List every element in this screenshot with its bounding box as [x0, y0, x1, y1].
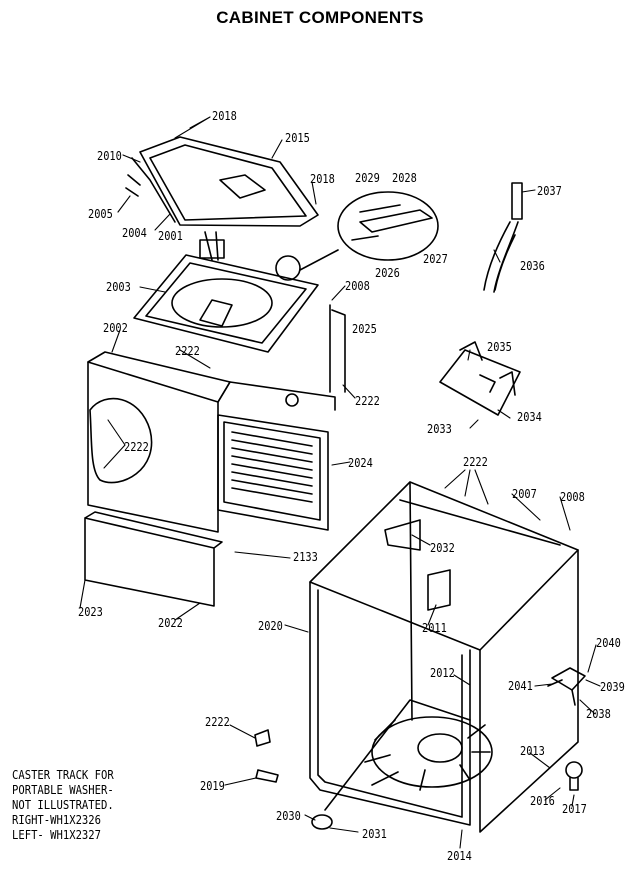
- part-label: 2028: [392, 171, 417, 185]
- part-label: 2133: [293, 550, 318, 564]
- part-label: 2031: [362, 827, 387, 841]
- note-line: NOT ILLUSTRATED.: [12, 798, 114, 812]
- leader-lines: [79, 116, 601, 849]
- part-label: 2004: [122, 226, 147, 240]
- part-label: 2002: [103, 321, 128, 335]
- part-label: 2020: [258, 619, 283, 633]
- part-label: 2022: [158, 616, 183, 630]
- part-label: 2036: [520, 259, 545, 273]
- diagram-title: CABINET COMPONENTS: [216, 8, 424, 27]
- cabinet: [309, 481, 579, 833]
- caster-track-note: CASTER TRACK FOR PORTABLE WASHER- NOT IL…: [12, 768, 114, 843]
- part-label: 2018: [310, 172, 335, 186]
- part-label: 2222: [463, 455, 488, 469]
- note-line: PORTABLE WASHER-: [12, 783, 114, 797]
- part-label: 2014: [447, 849, 472, 863]
- note-line: CASTER TRACK FOR: [12, 768, 114, 782]
- part-label: 2222: [205, 715, 230, 729]
- service-panel: [217, 393, 329, 531]
- part-label: 2017: [562, 802, 587, 816]
- part-label: 2222: [355, 394, 380, 408]
- part-label: 2007: [512, 487, 537, 501]
- control-bracket: [439, 341, 521, 416]
- part-label: 2010: [97, 149, 122, 163]
- top-cover: [133, 254, 319, 353]
- part-label: 2012: [430, 666, 455, 680]
- part-label: 2041: [508, 679, 533, 693]
- part-label: 2030: [276, 809, 301, 823]
- part-label: 2038: [586, 707, 611, 721]
- fill-hose: [483, 182, 523, 293]
- part-label: 2029: [355, 171, 380, 185]
- note-line: RIGHT-WH1X2326: [12, 813, 102, 827]
- part-label: 2037: [537, 184, 562, 198]
- part-label: 2001: [158, 229, 183, 243]
- part-label: 2011: [422, 621, 447, 635]
- part-label: 2003: [106, 280, 131, 294]
- small-parts: [254, 667, 586, 830]
- part-label: 2040: [596, 636, 621, 650]
- part-label: 2027: [423, 252, 448, 266]
- part-label: 2222: [175, 344, 200, 358]
- part-label: 2026: [375, 266, 400, 280]
- part-label: 2025: [352, 322, 377, 336]
- part-label: 2008: [345, 279, 370, 293]
- part-label: 2005: [88, 207, 113, 221]
- part-label: 2034: [517, 410, 542, 424]
- part-label: 2016: [530, 794, 555, 808]
- toe-panel: [84, 511, 223, 607]
- hinge-detail: [275, 191, 439, 281]
- part-label: 2019: [200, 779, 225, 793]
- part-label: 2013: [520, 744, 545, 758]
- part-label: 2032: [430, 541, 455, 555]
- part-label: 2033: [427, 422, 452, 436]
- part-label: 2039: [600, 680, 625, 694]
- part-label: 2015: [285, 131, 310, 145]
- part-label: 2008: [560, 490, 585, 504]
- note-line: LEFT- WH1X2327: [12, 828, 102, 842]
- rear-panel: [329, 304, 346, 393]
- lid-assembly: [125, 136, 319, 261]
- part-label: 2018: [212, 109, 237, 123]
- part-label: 2035: [487, 340, 512, 354]
- part-label: 2222: [124, 440, 149, 454]
- part-label: 2024: [348, 456, 373, 470]
- part-label: 2023: [78, 605, 103, 619]
